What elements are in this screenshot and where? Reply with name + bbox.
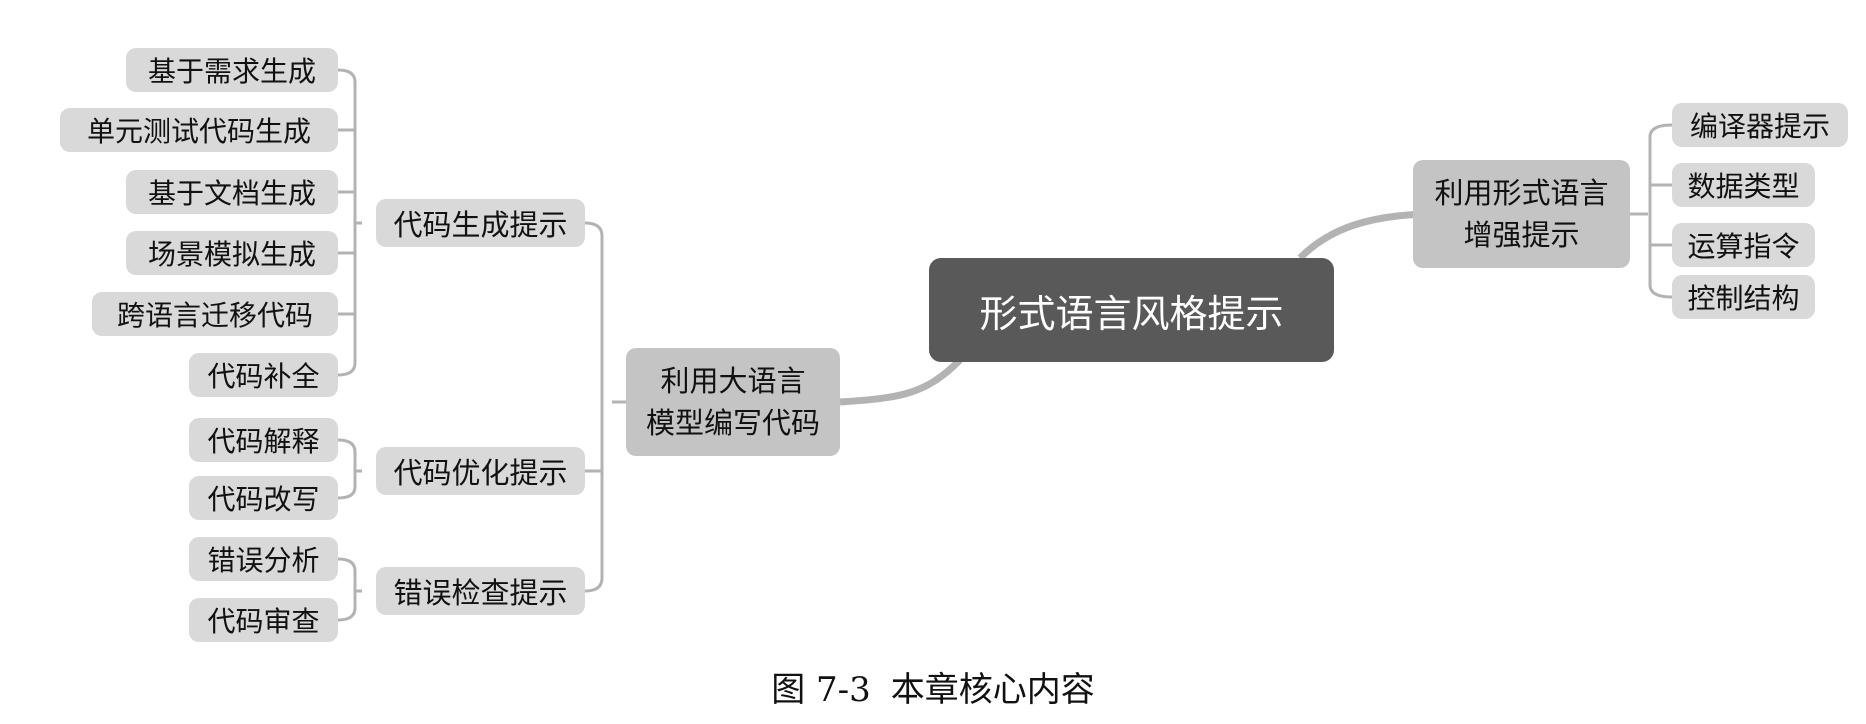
connector-right-bracket bbox=[1630, 123, 1673, 299]
branch-node-code-optimization: 代码优化提示 bbox=[376, 447, 585, 495]
figure-caption: 图 7-3 本章核心内容 bbox=[0, 662, 1866, 711]
connector-err-bracket bbox=[337, 557, 362, 622]
major-node-formal-language: 利用形式语言 增强提示 bbox=[1413, 160, 1630, 268]
major-node-line1: 利用形式语言 bbox=[1434, 176, 1609, 210]
major-node-line2: 增强提示 bbox=[1463, 218, 1580, 252]
leaf-node: 运算指令 bbox=[1672, 223, 1815, 267]
leaf-node: 单元测试代码生成 bbox=[60, 108, 338, 152]
connector-left-bracket bbox=[584, 221, 628, 593]
figure-title: 本章核心内容 bbox=[890, 670, 1095, 710]
connector-root-right bbox=[1297, 210, 1431, 261]
leaf-node: 代码改写 bbox=[189, 476, 338, 520]
major-node-llm-coding: 利用大语言 模型编写代码 bbox=[626, 348, 840, 456]
major-node-line1: 利用大语言 bbox=[660, 364, 806, 398]
leaf-node: 错误分析 bbox=[189, 537, 338, 581]
connector-gen-bracket bbox=[337, 68, 362, 377]
leaf-node: 控制结构 bbox=[1672, 275, 1815, 319]
leaf-node: 基于需求生成 bbox=[126, 48, 338, 92]
figure-number: 图 7-3 bbox=[771, 670, 871, 710]
leaf-node: 代码审查 bbox=[189, 598, 338, 642]
major-node-line2: 模型编写代码 bbox=[645, 406, 820, 440]
branch-node-code-generation: 代码生成提示 bbox=[376, 199, 585, 247]
leaf-node: 代码解释 bbox=[189, 418, 338, 462]
branch-node-error-check: 错误检查提示 bbox=[376, 567, 585, 615]
connector-opt-bracket bbox=[337, 438, 362, 500]
root-node: 形式语言风格提示 bbox=[929, 258, 1334, 362]
leaf-node: 代码补全 bbox=[189, 353, 338, 397]
leaf-node: 场景模拟生成 bbox=[126, 231, 338, 275]
leaf-node: 数据类型 bbox=[1672, 163, 1815, 207]
leaf-node: 跨语言迁移代码 bbox=[92, 292, 338, 336]
leaf-node: 编译器提示 bbox=[1672, 103, 1848, 147]
leaf-node: 基于文档生成 bbox=[126, 170, 338, 214]
connector-root-left bbox=[839, 357, 963, 406]
